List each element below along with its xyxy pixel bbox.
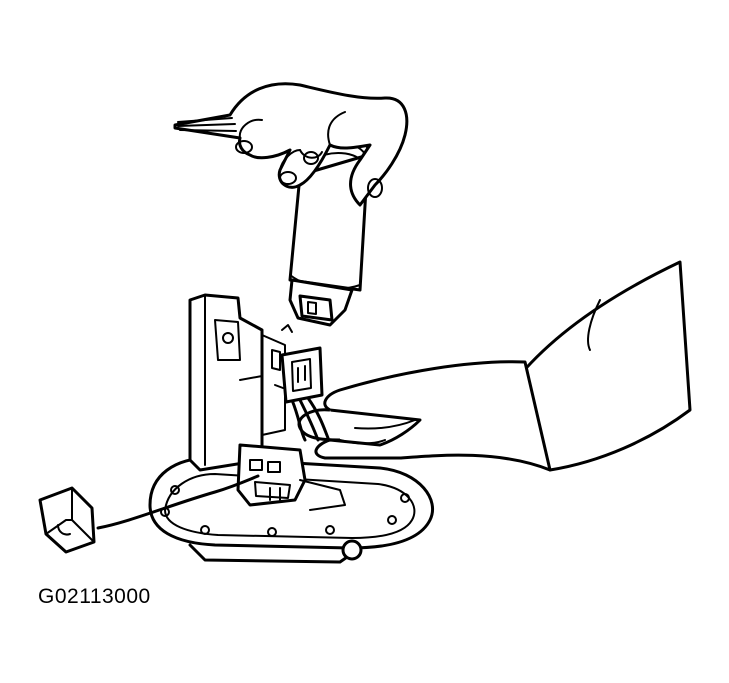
pump-bracket-assembly <box>148 293 434 564</box>
fuel-level-float <box>38 474 260 554</box>
upper-hand <box>173 82 409 207</box>
figure-id-label: G02113000 <box>38 585 151 608</box>
wiring-connector <box>280 346 324 404</box>
lower-hand <box>290 260 692 472</box>
